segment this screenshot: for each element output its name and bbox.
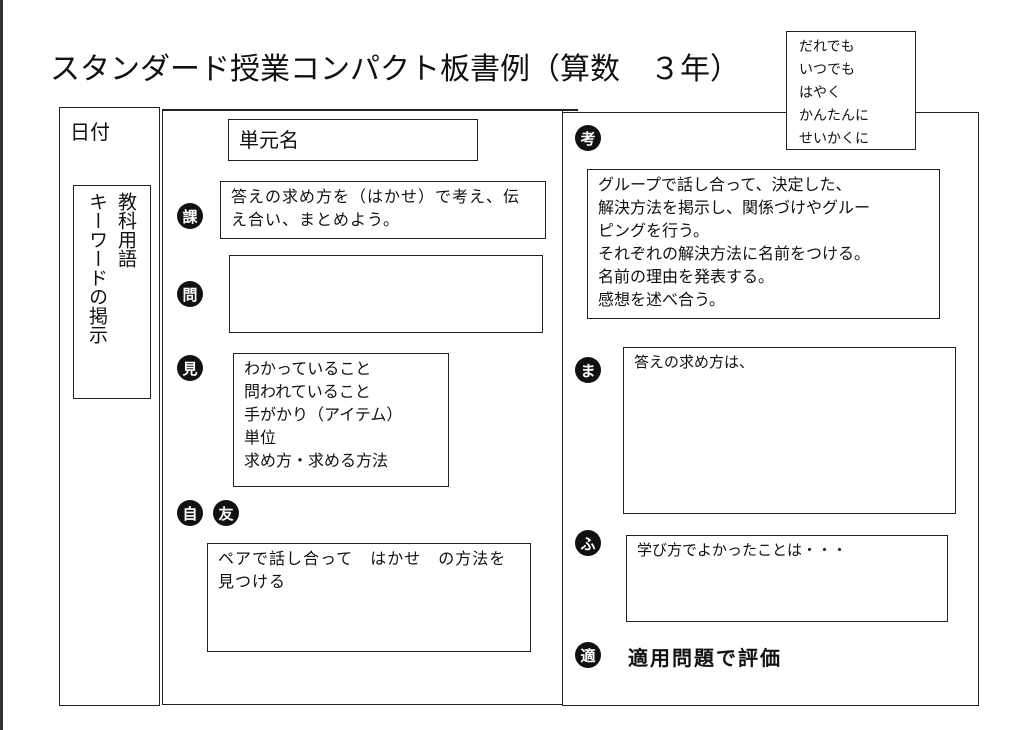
mitoshi-box: わかっていること問われていること手がかり（アイテム） 単位求め方・求める方法 [233,353,449,487]
mitoshi-line: 手がかり（アイテム） [244,405,403,424]
kangaeru-line: ピングを行う。 [598,221,710,240]
ma-mark-icon: ま [575,357,601,383]
keyword-col1: 教科用語 [115,192,137,268]
keyword-col2: キーワードの掲示 [86,192,108,344]
unit-name-box: 単元名 [228,119,478,161]
toi-mark-icon: 問 [177,281,203,307]
page-title: スタンダード授業コンパクト板書例（算数 ３年） [50,52,740,87]
teki-mark-icon: 適 [575,642,601,668]
tagline-line: せいかくに [799,131,869,147]
mitoshi-line: 単位 [244,428,277,447]
mitoshi-line: 求め方・求める方法 [244,451,389,470]
teki-text: 適用問題で評価 [628,646,782,670]
matome-box: 答えの求め方は、 [623,347,956,514]
tagline-line: かんたんに [799,108,869,124]
tagline-line: はやく [799,85,841,101]
right-panel [562,112,979,706]
left-edge-line [0,0,3,730]
date-label: 日付 [70,120,110,144]
kangaeru-line: 感想を述べ合う。 [598,290,726,309]
furikaeri-box: 学び方でよかったことは・・・ [626,535,948,622]
kadai-box: 答えの求め方を（はかせ）で考え、伝え合い、まとめよう。 [220,181,546,239]
kangaeru-line: それぞれの解決方法に名前をつける。 [598,244,871,263]
kangaeru-line: グループで話し合って、決定した、 [598,175,852,194]
mi-mark-icon: 見 [177,355,203,381]
kangaeru-box: グループで話し合って、決定した、解決方法を掲示し、関係づけやグルーピングを行う。… [587,169,940,319]
date-column [59,107,160,706]
kangaeru-line: 名前の理由を発表する。 [598,267,775,286]
tagline-box: だれでも いつでも はやく かんたんに せいかくに [786,31,916,150]
tagline-line: いつでも [799,62,855,78]
pair-box: ペアで話し合って はかせ の方法を見つける [207,543,531,652]
ka-mark-icon: 課 [177,203,203,229]
mitoshi-line: 問われていること [244,382,371,401]
kangaeru-line: 解決方法を掲示し、関係づけやグルー [598,198,871,217]
tagline-line: だれでも [799,39,855,55]
tomo-mark-icon: 友 [213,500,239,526]
ji-mark-icon: 自 [177,500,203,526]
mitoshi-line: わかっていること [244,359,372,378]
keyword-box: 教科用語 キーワードの掲示 [73,185,151,399]
kou-mark-icon: 考 [575,125,601,151]
fu-mark-icon: ふ [575,530,601,556]
toi-box [229,255,543,333]
top-line [162,109,578,111]
